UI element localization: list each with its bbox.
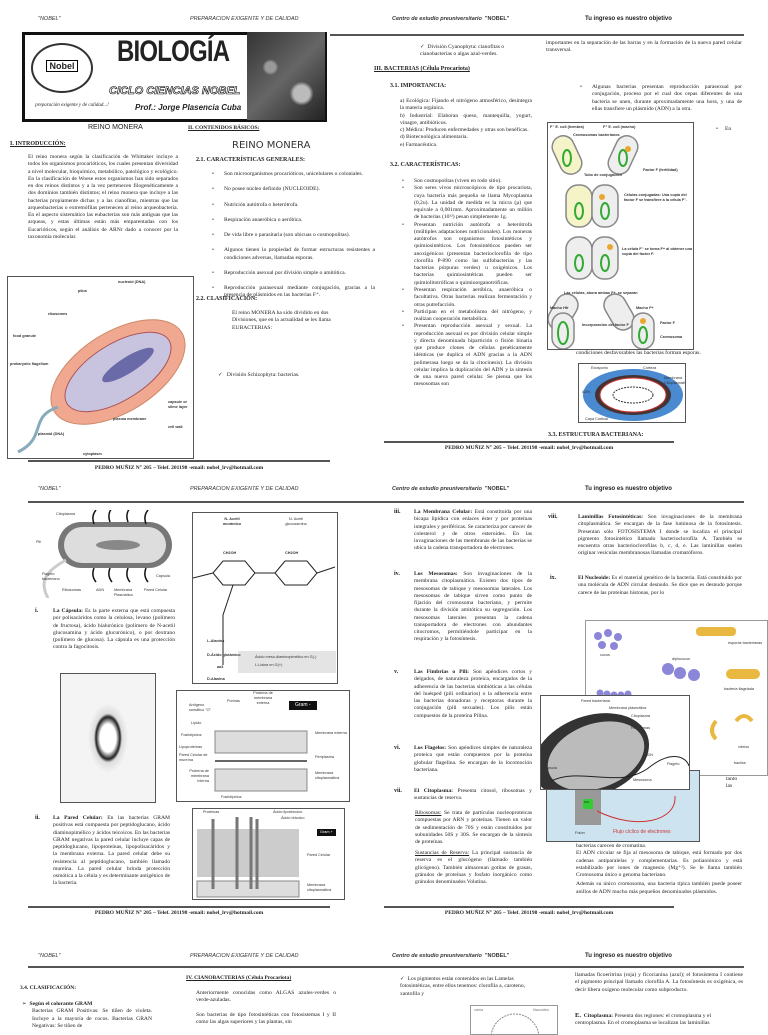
c21-list: Son microorganismos procarióticos, unice… [210,171,375,304]
intro-text: El reino monera según la clasificación d… [28,154,178,240]
bacterial-cell-photo: Pared bacteriana Membrana plasmática Cit… [540,695,690,790]
tanto-text: tanto las [726,776,738,790]
header-center: PREPARACION EXIGENTE Y DE CALIDAD [190,16,299,22]
list-item: d) Biotecnológica alimentaria. [400,134,468,141]
header-slogan: Tu ingreso es nuestro objetivo [585,953,672,959]
gram-negative-wall-diagram: Antígeno somático "O" Porinas Proteína d… [176,690,350,802]
peptidoglycan-structure: N- Acetil murámico N- Acetil glucosamina… [192,512,338,684]
banner-cycle: CICLO CIENCIAS NOBEL [109,85,241,98]
list-item: Presentan reproducción asexual y sexual.… [400,323,532,388]
citoplasma-e-item: E. Citoplasma: Presenta dos regiones: el… [575,1012,712,1027]
c31-heading: 3.1. IMPORTANCIA: [390,83,447,89]
list-item: Algunos tienen la propiedad de formar es… [210,247,375,262]
list-item: De vida libre o parasitaria (son ubicuas… [210,232,375,240]
list-item: Nutrición autótrofa o heterótrofa. [210,202,375,210]
check-schizophyta: ✓ División Schizophyta: bacterias. [218,372,300,378]
bacterial-cell-diagram: nucleoid (DNA) pilus ribosomes food gran… [7,276,194,459]
header-left: "NOBEL" [38,953,61,959]
footer-left: PEDRO MUÑIZ N° 205 – Telef. 201198 -emai… [94,910,264,916]
list-item: b) Industrial: Elaboran queso, mantequil… [400,112,532,126]
header-slogan: Tu ingreso es nuestro objetivo [585,16,672,22]
header-center: PREPARACION EXIGENTE Y DE CALIDAD [190,486,299,492]
header-right: Centro de estudio preuniversitario "NOBE… [392,486,510,492]
bacteria-image [247,32,325,120]
contenidos-heading: II. CONTENIDOS BÁSICOS: [188,125,260,131]
list-item: c) Médica: Producen enfermedades y otras… [400,127,529,134]
list-item: e) Farmacéutica. [400,141,438,148]
cell-structure-diagram: Citoplasma Pili Flagelo bacteriano Ribos… [28,507,178,599]
list-item: Presentan respiración aeróbica, anaeróbi… [400,287,532,309]
reino-monera-caption: REINO MONERA [88,124,143,131]
citoplasma-item: vii.El Citoplasma: Presenta citosol, rib… [394,788,532,802]
mesosome-text: importantes en la separación de las barr… [546,40,742,54]
reino-monera-title: REINO MONERA [232,140,311,151]
nucleoide-item: ix.El Nucleoide: Es el material genético… [550,575,742,596]
header-center: PREPARACION EXIGENTE Y DE CALIDAD [190,953,299,959]
laminillas-item: viii.Laminillas Fotosintéticas: Son inva… [548,514,743,557]
c34-heading: 3.4. CLASIFICACIÓN: [20,985,77,991]
c33-heading: 3.3. ESTRUCTURA BACTERIANA: [548,432,644,438]
footer-right: PEDRO MUÑIZ N° 205 – Telef. 201198 -emai… [444,445,614,451]
ribosomas-text: Ribosomas: Se trata de partículas nucleo… [415,810,533,846]
pared-celular-item: ii. La Pared Celular: En las bacterias G… [35,815,170,887]
ciano-text-2: Son bacterias de tipo fotosintéticas con… [196,1012,336,1026]
reserva-text: Sustancias de Reserva: La principal sust… [415,850,532,886]
esporas-text: condiciones desfavorables las bacterias … [576,350,701,356]
ficos-text: llamadas ficoeritrina (roja) y ficociani… [575,972,743,993]
c22-text: El reino MONERA ha sido dividido en dos … [232,310,331,331]
parasex-list: Algunas bacterias presentan reproducción… [578,84,742,117]
list-item: Son seres vivos microscópicos de tipo pr… [400,185,532,221]
c32-heading: 3.2. CARACTERÍSTICAS: [390,162,461,168]
pigmentos-item: ✓ Los pigmentos están contenidos en las … [400,976,526,997]
list-item: No posee núcleo definido (NUCLEOIDE). [210,186,375,194]
gram-positive-wall-diagram: Proteínas Ácido lipoteicoico Ácido teico… [192,808,345,900]
tagline: preparación exigente y de calidad...! [35,103,109,108]
list-item: Reproducción parasexual mediante conjuga… [210,285,375,300]
cyanobacteria-diagram: vaina tilacoides [470,1005,558,1035]
conjugation-diagram: F⁻ E. coli (hembra) F⁺ E. coli (macho) C… [547,122,694,350]
list-item: Son cosmopolitas (viven en todo sitio). [400,178,532,186]
ciano-text-1: Anteriormente conocidas como ALGAS azule… [196,990,336,1004]
list-item: Son microorganismos procarióticos, unice… [210,171,375,179]
header-slogan: Tu ingreso es nuestro objetivo [585,486,672,492]
cianobacterias-heading: IV. CIANOBACTERIAS (Célula Procariota) [186,975,292,981]
mesosomas-item: iv.Los Mesosomas: Son invaginaciones de … [394,571,532,643]
banner-title: BIOLOGÍA [117,35,230,68]
list-item: Reproducción asexual por división simple… [210,270,375,278]
capsula-item: i. La Cápsula: Es la parte externa que e… [35,608,175,651]
list-item: Algunas bacterias presentan reproducción… [578,84,742,113]
banner: Nobel preparación exigente y de calidad.… [22,32,327,122]
header-right: Centro de estudio preuniversitario "NOBE… [392,953,510,959]
footer-left: PEDRO MUÑIZ N° 205 – Telef. 201198 -emai… [94,465,264,471]
capsule-photo [60,673,156,803]
header-left: "NOBEL" [38,16,61,22]
c31-list: a) Ecológica: Fijando el nitrógeno atmos… [400,98,532,149]
nucleoide-cont: bacterias carecen de cromatina. El ADN c… [576,843,742,895]
en-text: • En [716,126,732,132]
intro-heading: I. INTRODUCCIÓN: [10,141,66,147]
flagelos-item: vi.Los Flagelos: Son apéndices simples d… [394,745,533,773]
nobel-logo: Nobel [31,43,93,93]
footer-right: PEDRO MUÑIZ N° 205 – Telef. 201198 -emai… [444,910,614,916]
c32-list: Son cosmopolitas (viven en todo sitio). … [400,178,532,389]
header-right: Centro de estudio preuniversitario "NOBE… [392,16,510,22]
spore-diagram: Exosporio Corteza ADN Membrana Citoplasm… [578,363,686,423]
list-item: Respiración anaeróbica o aeróbica. [210,217,375,225]
check-cyanophyta: ✓ División Cyanophyta: cianofitas o cian… [420,44,505,58]
banner-prof: Prof.: Jorge Plasencia Cuba [135,103,242,112]
list-item: a) Ecológica: Fijando el nitrógeno atmos… [400,98,532,112]
list-item: Participan en el metabolismo del nitróge… [400,309,532,324]
list-item: Presentan nutrición autótrofa o heterótr… [400,222,532,287]
fimbrias-item: v.Las Fimbrias o Pili: Son apéndices cor… [394,669,532,719]
c22-heading: 2.2. CLASIFICACIÓN: [196,296,258,302]
header-left: "NOBEL" [38,486,61,492]
c21-heading: 2.1. CARACTERÍSTICAS GENERALES: [196,157,306,163]
bacterias-heading: III. BACTERIAS (Célula Procariota) [374,66,470,72]
membrana-item: iii.La Membrana Celular: Está constituid… [394,509,533,552]
